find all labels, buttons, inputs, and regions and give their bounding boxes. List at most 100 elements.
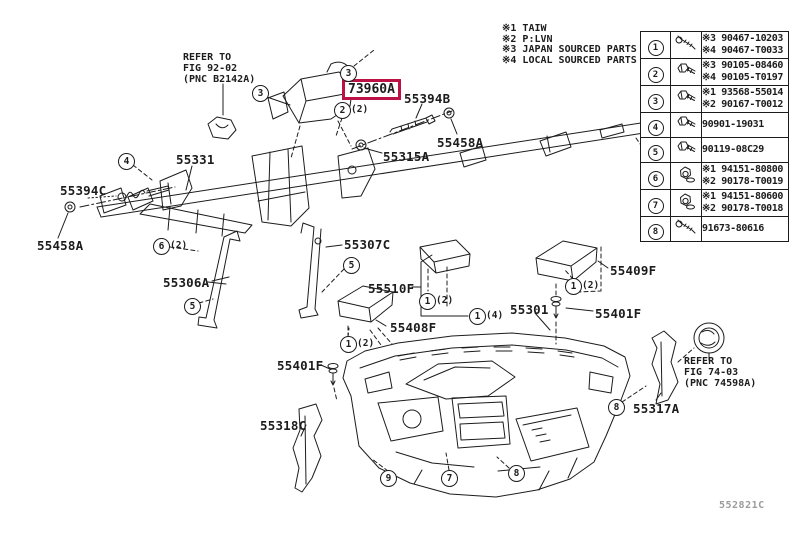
table-row[interactable]: 4 90901-19031 (640, 112, 789, 138)
fastener-index-badge: 6 (647, 170, 664, 187)
refer-note-fig-92-02: REFER TO FIG 92-02 (PNC B2142A) (183, 52, 255, 85)
instrument-panel-art (342, 332, 631, 498)
fastener-index-badge: 8 (647, 223, 664, 240)
callout-number: 9 (380, 470, 397, 487)
pads-and-tray-art (337, 239, 609, 346)
part-label-55409F[interactable]: 55409F (610, 263, 657, 278)
legend-item: ※2 P:LVN (502, 33, 553, 45)
callout-qty: (2) (357, 338, 375, 349)
table-row[interactable]: 7 ※1 94151-80600※2 90178-T0018 (640, 189, 789, 217)
legend-item: ※3 JAPAN SOURCED PARTS (502, 44, 637, 55)
highlighted-part-label-73960A[interactable]: 73960A (342, 79, 401, 100)
part-label-55315A[interactable]: 55315A (383, 149, 430, 164)
refer-note-line: FIG 92-02 (183, 63, 238, 74)
support-braces-art (197, 222, 322, 329)
part-label-55394B[interactable]: 55394B (404, 91, 451, 106)
bolt-icon (675, 113, 697, 137)
callout-number: 8 (608, 399, 625, 416)
table-row[interactable]: 1 ※3 90467-10203※4 90467-T0033 (640, 31, 789, 59)
part-number: ※3 90467-10203 (702, 33, 784, 44)
part-number: ※1 94151-80600 (702, 191, 784, 202)
part-number: ※1 94151-80800 (702, 164, 784, 175)
part-label-55510F[interactable]: 55510F (368, 281, 415, 296)
part-number: ※3 90105-08460 (702, 60, 784, 71)
leader-lines-art (57, 103, 662, 472)
part-label-55458A-right[interactable]: 55458A (437, 135, 484, 150)
part-number: ※4 90105-T0197 (702, 72, 784, 83)
callout-number: 1 (469, 308, 486, 325)
refer-note-fig-74-03: REFER TO FIG 74-03 (PNC 74598A) (684, 356, 756, 389)
part-number: 90901-19031 (702, 119, 764, 130)
table-row[interactable]: 5 90119-08C29 (640, 137, 789, 163)
callout-5b: 5 (343, 257, 360, 274)
part-label-55394C[interactable]: 55394C (60, 183, 107, 198)
part-label-55408F[interactable]: 55408F (390, 320, 437, 335)
callout-qty: (2) (351, 104, 369, 115)
callout-3a: 3 (340, 65, 357, 82)
part-label-55331[interactable]: 55331 (176, 152, 215, 167)
callout-8b: 8 (608, 399, 625, 416)
refer-note-line: REFER TO (684, 356, 733, 367)
callout-number: 3 (252, 85, 269, 102)
callout-number: 6 (153, 238, 170, 255)
part-label-55306A[interactable]: 55306A (163, 275, 210, 290)
callout-4: 4 (118, 153, 135, 170)
mounting-screws-art (327, 296, 562, 402)
table-row[interactable]: 6 ※1 94151-80800※2 90178-T0019 (640, 162, 789, 190)
callout-number: 3 (340, 65, 357, 82)
bolt-icon (675, 138, 697, 162)
callout-1a: 1(2) (419, 293, 453, 310)
table-row[interactable]: 8 91673-80616 (640, 216, 789, 242)
bolt-icon (675, 60, 697, 84)
screw-icon (675, 217, 697, 241)
upper-fasteners-art (64, 107, 455, 213)
part-label-55307C[interactable]: 55307C (344, 237, 391, 252)
part-label-55458A-left[interactable]: 55458A (37, 238, 84, 253)
legend-item: ※4 LOCAL SOURCED PARTS (502, 54, 637, 66)
callout-number: 1 (565, 278, 582, 295)
part-number: 91673-80616 (702, 223, 764, 234)
callout-number: 5 (184, 298, 201, 315)
part-label-55401F-left[interactable]: 55401F (277, 358, 324, 373)
callout-1d: 1(2) (565, 278, 599, 295)
page-code-watermark: 552821C (719, 500, 765, 511)
part-number: 90119-08C29 (702, 144, 764, 155)
fastener-index-badge: 5 (647, 144, 664, 161)
fastener-index-badge: 3 (647, 93, 664, 110)
table-row[interactable]: 2 ※3 90105-08460※4 90105-T0197 (640, 58, 789, 86)
part-label-55401F-right[interactable]: 55401F (595, 306, 642, 321)
callout-7: 7 (441, 470, 458, 487)
callout-number: 1 (340, 336, 357, 353)
callout-qty: (2) (436, 295, 454, 306)
table-row[interactable]: 3 ※1 93568-55014※2 90167-T0012 (640, 85, 789, 113)
callout-number: 7 (441, 470, 458, 487)
nut-icon (675, 164, 697, 188)
nut-icon (675, 191, 697, 215)
part-label-55318C[interactable]: 55318C (260, 418, 307, 433)
callout-2: 2(2) (334, 102, 368, 119)
refer-note-line: (PNC B2142A) (183, 74, 256, 85)
callout-number: 4 (118, 153, 135, 170)
source-legend: ※1 TAIW ※2 P:LVN ※3 JAPAN SOURCED PARTS … (502, 23, 637, 66)
part-number: ※2 90178-T0019 (702, 176, 784, 187)
callout-number: 2 (334, 102, 351, 119)
refer-note-line: FIG 74-03 (684, 367, 739, 378)
callout-6: 6(2) (153, 238, 187, 255)
refer-note-line: REFER TO (183, 52, 232, 63)
callout-5a: 5 (184, 298, 201, 315)
refer-note-line: (PNC 74598A) (684, 378, 757, 389)
fastener-index-badge: 1 (647, 39, 664, 56)
callout-qty: (4) (486, 310, 504, 321)
crossmember-beam-art (96, 122, 659, 237)
fastener-index-badge: 7 (647, 197, 664, 214)
bolt-icon (675, 87, 697, 111)
callout-1c: 1(2) (340, 336, 374, 353)
legend-item: ※1 TAIW (502, 23, 547, 34)
part-label-55317A[interactable]: 55317A (633, 401, 680, 416)
part-number: ※4 90467-T0033 (702, 45, 784, 56)
fastener-index-badge: 4 (647, 119, 664, 136)
side-panels-art (292, 322, 725, 493)
part-label-55301[interactable]: 55301 (510, 302, 549, 317)
callout-qty: (2) (582, 280, 600, 291)
part-number: ※2 90178-T0018 (702, 203, 784, 214)
